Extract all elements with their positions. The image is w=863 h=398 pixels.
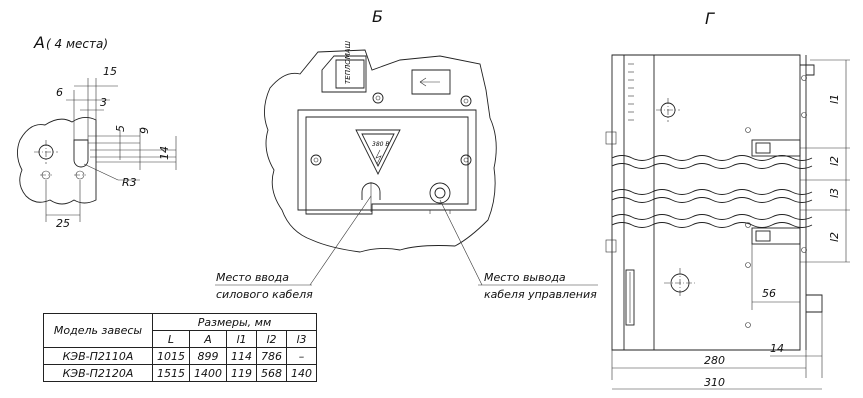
view-b: Б ТЕПЛОМАШ 380 В [215, 7, 598, 301]
dim-a-9: 9 [138, 127, 151, 134]
dim-a-6: 6 [56, 86, 63, 99]
dim-a-25: 25 [56, 217, 70, 230]
dim-g-l1: l1 [828, 94, 841, 104]
table-col-L: L [152, 330, 190, 348]
view-a-title: А [33, 33, 45, 52]
dim-a-15: 15 [103, 65, 117, 78]
table-cell-l2: 786 [256, 347, 287, 365]
table-cell-l2: 568 [256, 364, 287, 382]
view-b-warning-triangle [355, 129, 401, 176]
view-a-note: ( 4 места) [46, 37, 108, 51]
view-a-slot [73, 139, 89, 168]
view-b-housing-left [321, 55, 367, 93]
table-cell-l1: 119 [226, 364, 257, 382]
view-b-plate [297, 109, 477, 211]
view-b-outline [264, 49, 497, 253]
table-cell-model: КЭВ-П2110А [43, 347, 153, 365]
view-g-title: Г [705, 9, 715, 28]
table-header-sizes: Размеры, мм [152, 313, 317, 331]
view-b-sign-text: 380 В [372, 141, 389, 148]
view-b-brand: ТЕПЛОМАШ [344, 40, 352, 84]
dim-a-r3: R3 [122, 176, 137, 189]
table-header-model: Модель завесы [43, 313, 153, 348]
dim-g-14: 14 [770, 342, 784, 355]
table-col-l3: l3 [286, 330, 317, 348]
table-cell-l3: – [286, 347, 317, 365]
dim-a-14: 14 [158, 146, 171, 160]
label-cable-output-1: Место вывода [484, 271, 566, 284]
dim-g-280: 280 [704, 354, 725, 367]
dim-a-3: 3 [100, 96, 107, 109]
dim-g-l3: l3 [828, 188, 841, 198]
table-cell-l1: 114 [226, 347, 257, 365]
dim-g-l2: l2 [828, 156, 841, 166]
table-col-l2: l2 [256, 330, 287, 348]
table-cell-model: КЭВ-П2120А [43, 364, 153, 382]
table-cell-l3: 140 [286, 364, 317, 382]
table-col-l1: l1 [226, 330, 257, 348]
label-cable-input-2: силового кабеля [216, 288, 313, 301]
label-cable-input-1: Место ввода [216, 271, 289, 284]
table-cell-A: 1400 [189, 364, 227, 382]
view-g: Г [605, 9, 850, 390]
table-cell-L: 1015 [152, 347, 190, 365]
view-b-cable-gland [429, 182, 451, 204]
view-g-slots-top [628, 63, 634, 121]
label-cable-output-2: кабеля управления [484, 288, 597, 301]
view-a: А ( 4 места) 15 6 3 [17, 33, 177, 230]
spec-table: Модель завесы Размеры, мм L A l1 l2 l3 К… [43, 313, 317, 382]
view-g-slots-bottom [625, 269, 635, 326]
dim-g-310: 310 [704, 376, 725, 389]
table-row: КЭВ-П2120А 1515 1400 119 568 140 [43, 364, 317, 382]
table-col-A: A [189, 330, 227, 348]
view-b-housing-right [411, 69, 451, 95]
view-b-title: Б [372, 7, 383, 26]
table-cell-L: 1515 [152, 364, 190, 382]
dim-a-5: 5 [114, 125, 127, 132]
view-a-part-outline [17, 117, 97, 205]
table-row: КЭВ-П2110А 1015 899 114 786 – [43, 347, 317, 365]
view-g-body [611, 54, 801, 351]
dim-g-56: 56 [762, 287, 776, 300]
table-cell-A: 899 [189, 347, 227, 365]
dim-g-l2b: l2 [828, 232, 841, 242]
